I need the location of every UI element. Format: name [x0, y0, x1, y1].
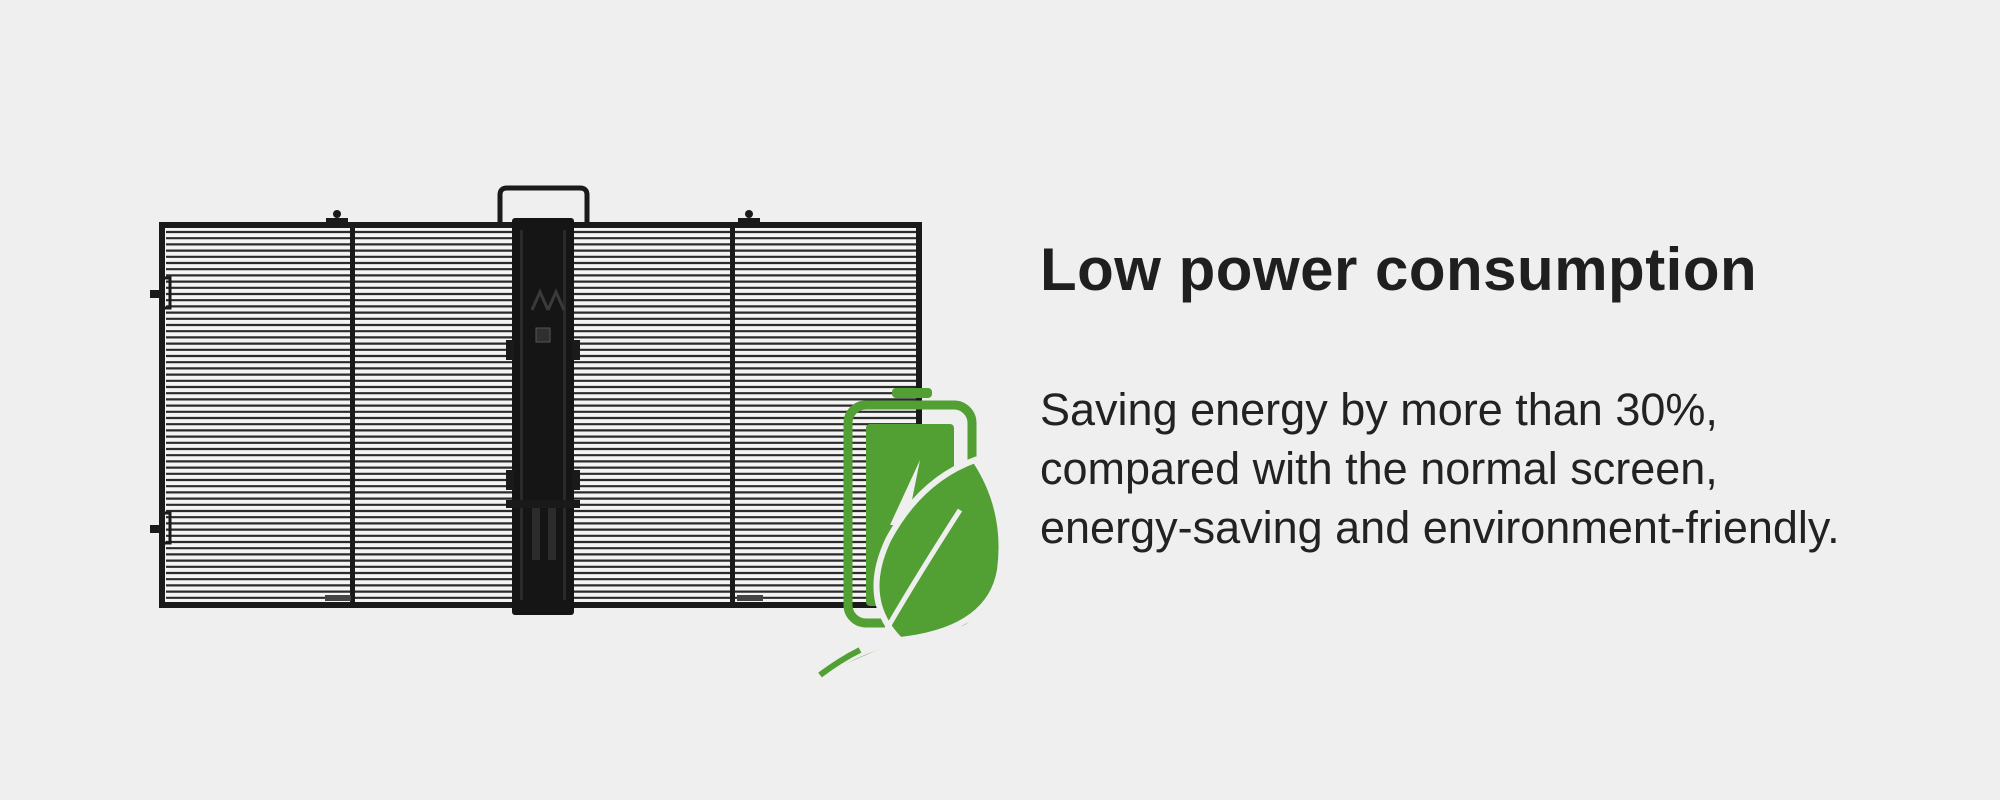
description-line-1: Saving energy by more than 30%,	[1040, 384, 1718, 435]
description-line-2: compared with the normal screen,	[1040, 443, 1718, 494]
description-line-3: energy-saving and environment-friendly.	[1040, 502, 1840, 553]
led-panel-image	[150, 185, 1005, 678]
feature-copy: Low power consumption Saving energy by m…	[1040, 230, 1960, 557]
feature-title: Low power consumption	[1040, 236, 1758, 303]
feature-description: Saving energy by more than 30%, compared…	[1040, 380, 1960, 557]
led-panel-illustration	[140, 180, 1020, 680]
battery-leaf-icon	[818, 388, 1005, 678]
